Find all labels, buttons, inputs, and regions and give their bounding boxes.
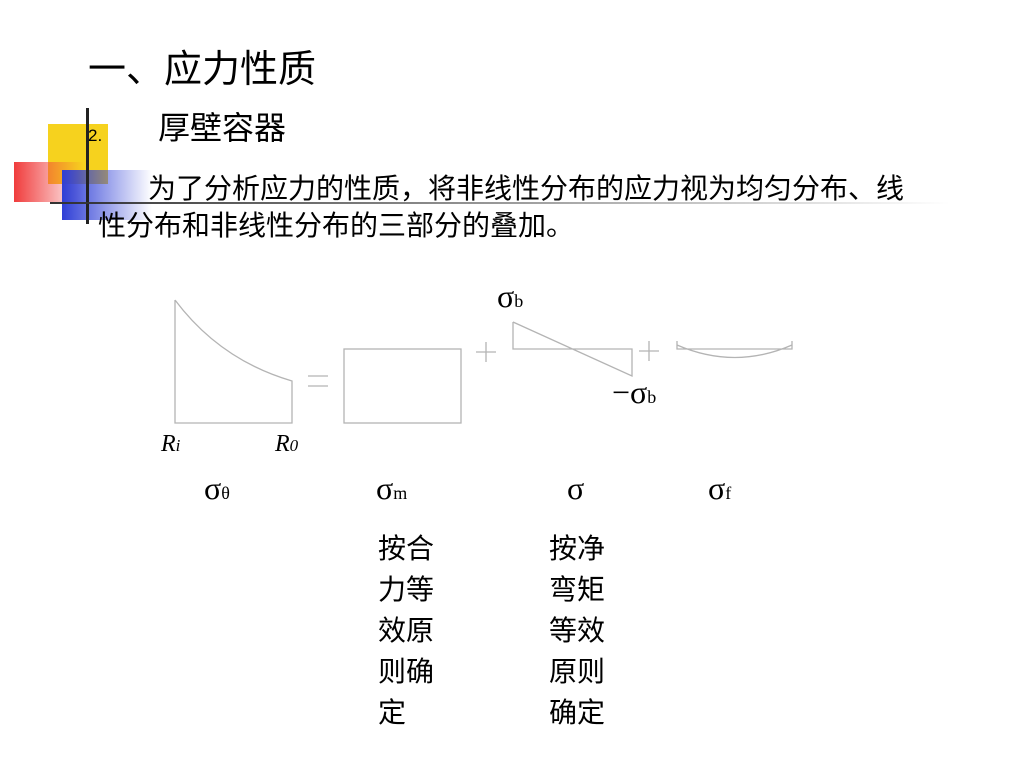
sigma-m-label: σm xyxy=(376,470,408,506)
plus-sign-1 xyxy=(476,342,496,362)
note-line: 原则 xyxy=(549,655,606,688)
note-line: 按合 xyxy=(378,532,435,565)
subheading-number: 2. xyxy=(88,126,103,145)
note-line: 等效 xyxy=(549,614,606,647)
body-text: 为了分析应力的性质，将非线性分布的应力视为均匀分布、线性分布和非线性分布的三部分… xyxy=(98,172,905,242)
vertical-rule xyxy=(86,108,89,224)
note-line: 确定 xyxy=(549,696,606,729)
note-membrane: 按合 力等 效原 则确 定 xyxy=(378,528,458,733)
nonlinear-stress-curve xyxy=(174,299,293,424)
equals-sign xyxy=(308,375,328,387)
horizontal-rule xyxy=(50,202,950,204)
body-paragraph: 为了分析应力的性质，将非线性分布的应力视为均匀分布、线性分布和非线性分布的三部分… xyxy=(98,170,918,244)
sigma-bending-label: σ xyxy=(567,470,585,506)
nonlinear-residual-curve xyxy=(676,341,793,359)
corner-ornament xyxy=(14,108,950,224)
plus-sign-2 xyxy=(639,341,659,361)
note-line: 定 xyxy=(378,696,407,729)
linear-stress-diagram xyxy=(512,321,633,378)
note-line: 力等 xyxy=(378,573,435,606)
note-line: 效原 xyxy=(378,614,435,647)
label-r-inner: Ri xyxy=(161,431,181,457)
subheading-text: 厚壁容器 xyxy=(158,109,287,147)
uniform-stress-box xyxy=(343,348,462,424)
note-line: 按净 xyxy=(549,532,606,565)
sigma-b-top: σb xyxy=(497,278,524,314)
slide-title: 一、应力性质 xyxy=(88,47,317,91)
blue-square xyxy=(62,170,152,220)
note-bending: 按净 弯矩 等效 原则 确定 xyxy=(549,528,629,733)
label-r-outer: R0 xyxy=(275,431,299,457)
note-line: 则确 xyxy=(378,655,435,688)
sigma-theta-label: σθ xyxy=(204,470,230,506)
sigma-f-label: σf xyxy=(708,470,732,506)
note-line: 弯矩 xyxy=(549,573,606,606)
sigma-b-negative: −σb xyxy=(612,374,657,410)
